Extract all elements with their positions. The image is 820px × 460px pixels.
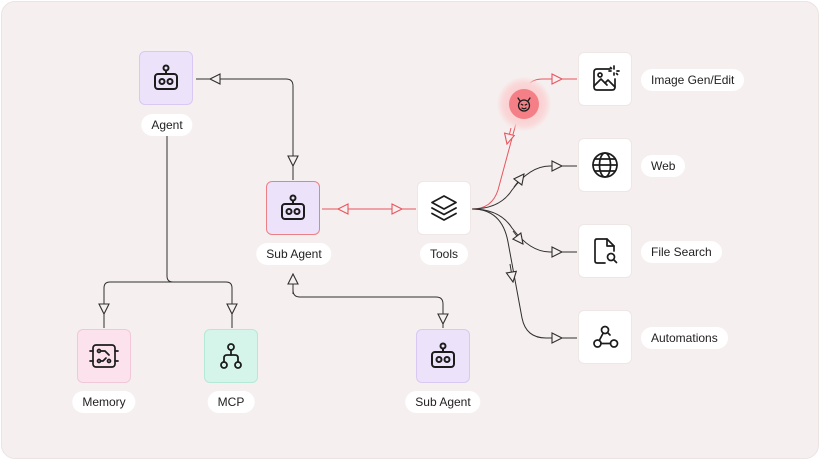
edge-web-arrow-a [514,174,524,188]
globe-icon [592,152,618,178]
edge-agent-trunk [166,136,174,283]
image-gen-label: Image Gen/Edit [641,69,745,91]
hierarchy-icon [220,343,242,369]
robot-icon [431,342,455,368]
web-label: Web [641,155,686,177]
sub-agent-main-node[interactable] [266,181,320,235]
sub-agent-bottom-node[interactable] [416,329,470,383]
image-sparkle-icon [593,65,620,91]
edge-tools-auto [471,208,577,339]
edge-file-arrow-a [513,230,523,244]
tools-label: Tools [419,243,469,265]
mcp-label: MCP [207,391,255,413]
mcp-node[interactable] [204,329,258,383]
sub-agent-bottom-label: Sub Agent [405,391,481,413]
edge-agent-memory [103,281,167,320]
agent-label: Agent [141,114,193,136]
edge-subagent-subagent [292,274,444,328]
edge-subagent-agent [224,78,294,180]
memory-node[interactable] [77,329,131,383]
edge-tools-web [471,165,577,210]
edge-tools-guard-arrow [507,127,511,144]
automations-node[interactable] [578,310,632,364]
memory-label: Memory [72,391,136,413]
edge-tools-guard [471,115,519,210]
file-search-label: File Search [641,241,722,263]
layers-icon [431,195,457,221]
automations-label: Automations [641,327,728,349]
edge-auto-arrow-a [510,263,513,282]
devil-face-icon [517,97,531,112]
guardrail-node[interactable] [509,89,539,119]
robot-icon [154,64,178,90]
file-search-node[interactable] [578,224,632,278]
web-node[interactable] [578,138,632,192]
edge-tools-file [471,208,577,253]
edge-agent-mcp [167,281,233,300]
file-search-icon [594,238,618,264]
robot-icon [281,194,305,220]
circuit-board-icon [89,344,119,368]
workflow-icon [593,325,619,348]
agent-node[interactable] [139,51,193,105]
tools-node[interactable] [417,181,471,235]
image-gen-node[interactable] [578,52,632,106]
sub-agent-main-label: Sub Agent [256,243,332,265]
